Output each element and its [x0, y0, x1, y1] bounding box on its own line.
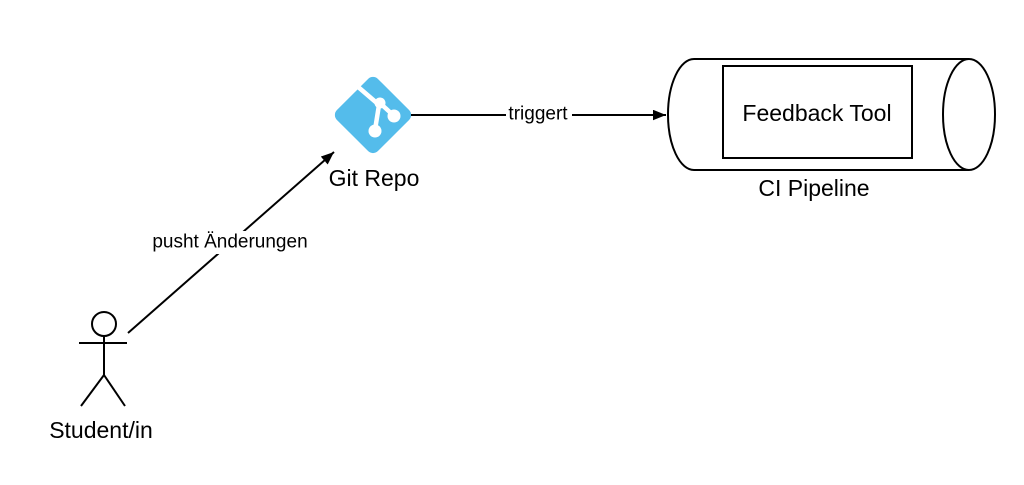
edge-trigger[interactable]: triggert	[411, 104, 666, 126]
ci-pipeline-label: CI Pipeline	[758, 175, 869, 201]
node-git-repo[interactable]: Git Repo	[329, 74, 420, 191]
edge-push-label-bg	[149, 231, 311, 254]
git-branch-glyph	[354, 83, 401, 138]
actor-leg-left	[80, 374, 105, 407]
feedback-tool-box[interactable]	[722, 65, 913, 159]
edge-push[interactable]: pusht Änderungen	[127, 151, 335, 334]
edge-trigger-label: triggert	[508, 104, 568, 125]
stick-figure-icon[interactable]	[79, 311, 127, 407]
feedback-tool-label: Feedback Tool	[742, 100, 891, 126]
git-repo-label: Git Repo	[329, 165, 420, 191]
node-ci-pipeline[interactable]: Feedback Tool CI Pipeline	[667, 58, 996, 201]
node-feedback-tool[interactable]: Feedback Tool	[722, 65, 913, 159]
node-student-actor[interactable]: Student/in	[49, 311, 153, 443]
cylinder-end-cap[interactable]	[942, 58, 996, 171]
edge-trigger-label-bg	[506, 104, 572, 125]
actor-head	[91, 311, 117, 337]
git-icon[interactable]	[332, 74, 414, 156]
student-label: Student/in	[49, 417, 153, 443]
actor-leg-right	[103, 374, 126, 407]
edge-push-label: pusht Änderungen	[152, 232, 307, 253]
